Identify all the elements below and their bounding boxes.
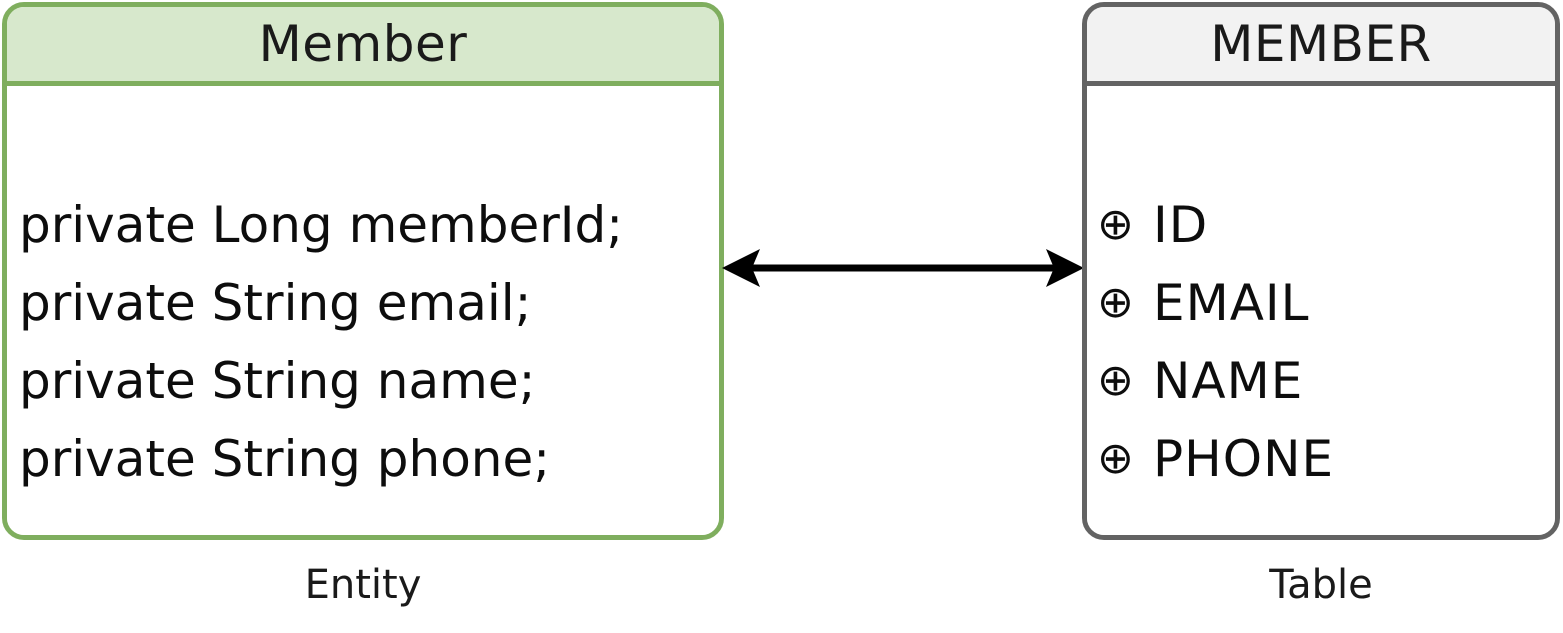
table-caption: Table [1269, 562, 1373, 608]
entity-caption: Entity [304, 562, 422, 608]
entity-field: private String phone; [19, 430, 551, 488]
bidirectional-arrow-icon [722, 249, 1084, 287]
table-column-row: ⊕ ID [1097, 186, 1549, 264]
table-column-name: EMAIL [1153, 274, 1310, 332]
table-title: MEMBER [1210, 15, 1432, 73]
circled-plus-icon: ⊕ [1097, 277, 1134, 328]
circled-plus-icon: ⊕ [1097, 355, 1134, 406]
table-column-name: NAME [1153, 352, 1304, 410]
table-column-row: ⊕ EMAIL [1097, 264, 1549, 342]
entity-field: private Long memberId; [19, 196, 624, 254]
entity-header: Member [7, 7, 719, 86]
circled-plus-icon: ⊕ [1097, 199, 1134, 250]
table-column-list: ⊕ ID ⊕ EMAIL ⊕ NAME ⊕ PHONE [1097, 186, 1549, 498]
table-box: MEMBER ⊕ ID ⊕ EMAIL ⊕ NAME ⊕ PHONE [1082, 2, 1560, 540]
entity-field-list: private Long memberId; private String em… [19, 186, 711, 498]
table-header: MEMBER [1087, 7, 1555, 86]
table-column-row: ⊕ PHONE [1097, 420, 1549, 498]
table-body: ⊕ ID ⊕ EMAIL ⊕ NAME ⊕ PHONE [1087, 86, 1555, 535]
table-column-name: PHONE [1153, 430, 1335, 488]
entity-field: private String name; [19, 352, 536, 410]
circled-plus-icon: ⊕ [1097, 433, 1134, 484]
table-column-name: ID [1153, 196, 1209, 254]
entity-body: private Long memberId; private String em… [7, 86, 719, 535]
table-column-row: ⊕ NAME [1097, 342, 1549, 420]
entity-field: private String email; [19, 274, 532, 332]
entity-box: Member private Long memberId; private St… [2, 2, 724, 540]
entity-title: Member [258, 15, 468, 73]
